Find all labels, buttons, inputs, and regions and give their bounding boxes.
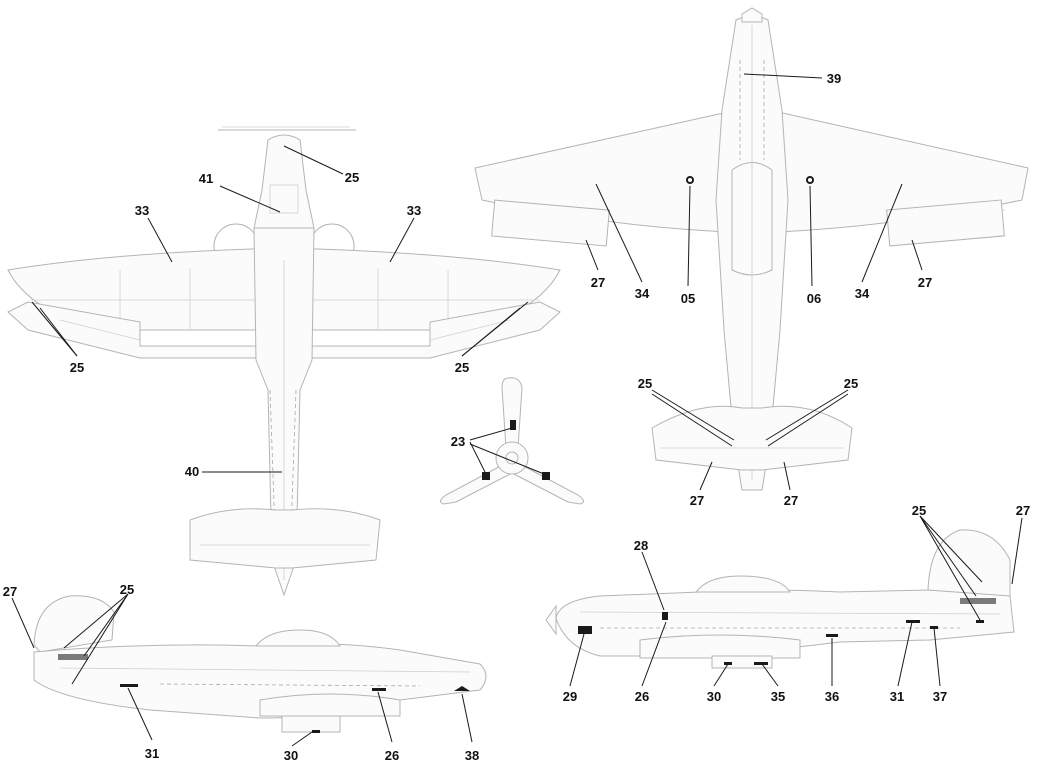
callout-37: 37: [933, 689, 947, 704]
callout-34: 34: [855, 286, 870, 301]
propeller-view: [440, 377, 584, 505]
callout-25: 25: [455, 360, 469, 375]
callout-labels: 25 41 33 33 25 25 40 39 27 34 05 06 34 2…: [3, 71, 1030, 763]
callout-27: 27: [918, 275, 932, 290]
leader-lines: [11, 73, 1023, 747]
underside-view: [7, 126, 561, 597]
callout-29: 29: [563, 689, 577, 704]
callout-41: 41: [199, 171, 213, 186]
callout-25: 25: [844, 376, 858, 391]
callout-27: 27: [784, 493, 798, 508]
callout-27: 27: [690, 493, 704, 508]
callout-27: 27: [1016, 503, 1030, 518]
callout-34: 34: [635, 286, 650, 301]
callout-31: 31: [890, 689, 904, 704]
callout-33: 33: [135, 203, 149, 218]
callout-06: 06: [807, 291, 821, 306]
callout-35: 35: [771, 689, 785, 704]
callout-33: 33: [407, 203, 421, 218]
callout-30: 30: [707, 689, 721, 704]
side-view-left: [33, 595, 487, 733]
callout-38: 38: [465, 748, 479, 763]
callout-26: 26: [385, 748, 399, 763]
callout-30: 30: [284, 748, 298, 763]
callout-25: 25: [912, 503, 926, 518]
callout-40: 40: [185, 464, 199, 479]
callout-31: 31: [145, 746, 159, 761]
top-view: [474, 7, 1029, 491]
callout-25: 25: [345, 170, 359, 185]
callout-25: 25: [70, 360, 84, 375]
callout-25: 25: [638, 376, 652, 391]
callout-25: 25: [120, 582, 134, 597]
callout-27: 27: [591, 275, 605, 290]
callout-36: 36: [825, 689, 839, 704]
callout-28: 28: [634, 538, 648, 553]
callout-26: 26: [635, 689, 649, 704]
callout-23: 23: [451, 434, 465, 449]
callout-27: 27: [3, 584, 17, 599]
callout-39: 39: [827, 71, 841, 86]
callout-05: 05: [681, 291, 695, 306]
